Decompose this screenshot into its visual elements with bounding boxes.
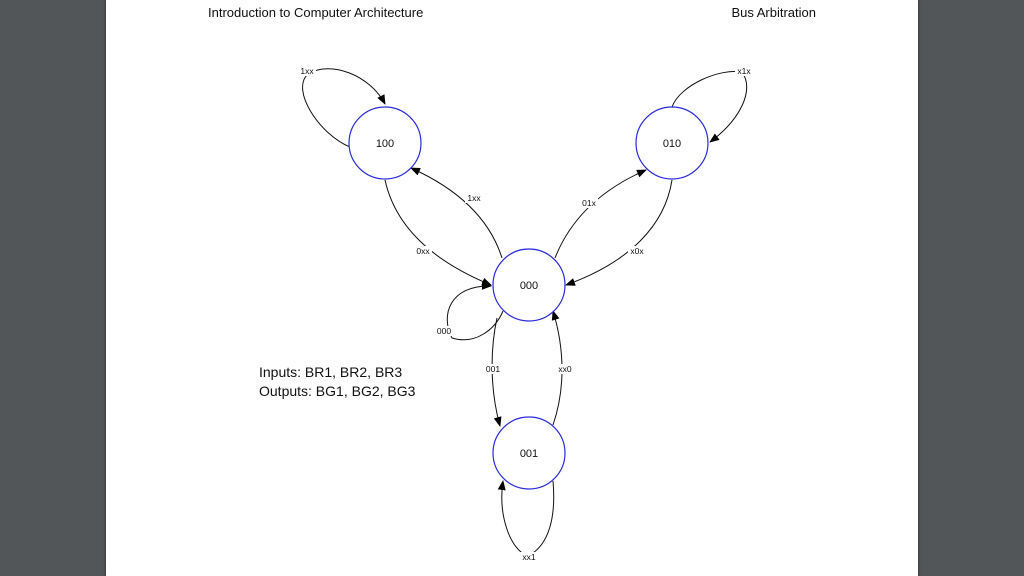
transition-label-0xx: 0xx (416, 246, 430, 256)
transition-label-xx0: xx0 (558, 364, 572, 374)
state-label-000: 000 (520, 280, 538, 292)
transition-label-000-self: 000 (437, 326, 451, 336)
transition-label-1xx: 1xx (467, 193, 481, 203)
header-topic-title: Bus Arbitration (731, 5, 816, 20)
state-label-100: 100 (376, 138, 394, 150)
state-node-100 (348, 106, 422, 180)
transition-label-01x: 01x (582, 198, 596, 208)
io-legend: Inputs: BR1, BR2, BR3 Outputs: BG1, BG2,… (259, 363, 415, 401)
transition-001-001 (497, 480, 555, 557)
state-node-000 (492, 248, 566, 322)
transition-label-xx1-self: xx1 (522, 552, 536, 562)
transition-010-000 (565, 179, 673, 286)
state-node-010 (635, 106, 709, 180)
transition-000-000 (446, 281, 504, 341)
transition-label-x1x-self: x1x (737, 66, 751, 76)
state-label-001: 001 (520, 448, 538, 460)
outputs-label: Outputs: BG1, BG2, BG3 (259, 383, 416, 399)
transition-label-x0x: x0x (630, 246, 644, 256)
transition-000-100 (410, 167, 503, 259)
header-course-title: Introduction to Computer Architecture (208, 5, 424, 20)
transition-000-010 (554, 169, 647, 259)
state-node-001 (492, 416, 566, 490)
transition-label-1xx-self: 1xx (300, 66, 314, 76)
transition-label-001: 001 (486, 364, 500, 374)
inputs-label: Inputs: BR1, BR2, BR3 (259, 364, 403, 380)
state-label-010: 010 (663, 138, 681, 150)
transition-100-000 (384, 179, 492, 286)
